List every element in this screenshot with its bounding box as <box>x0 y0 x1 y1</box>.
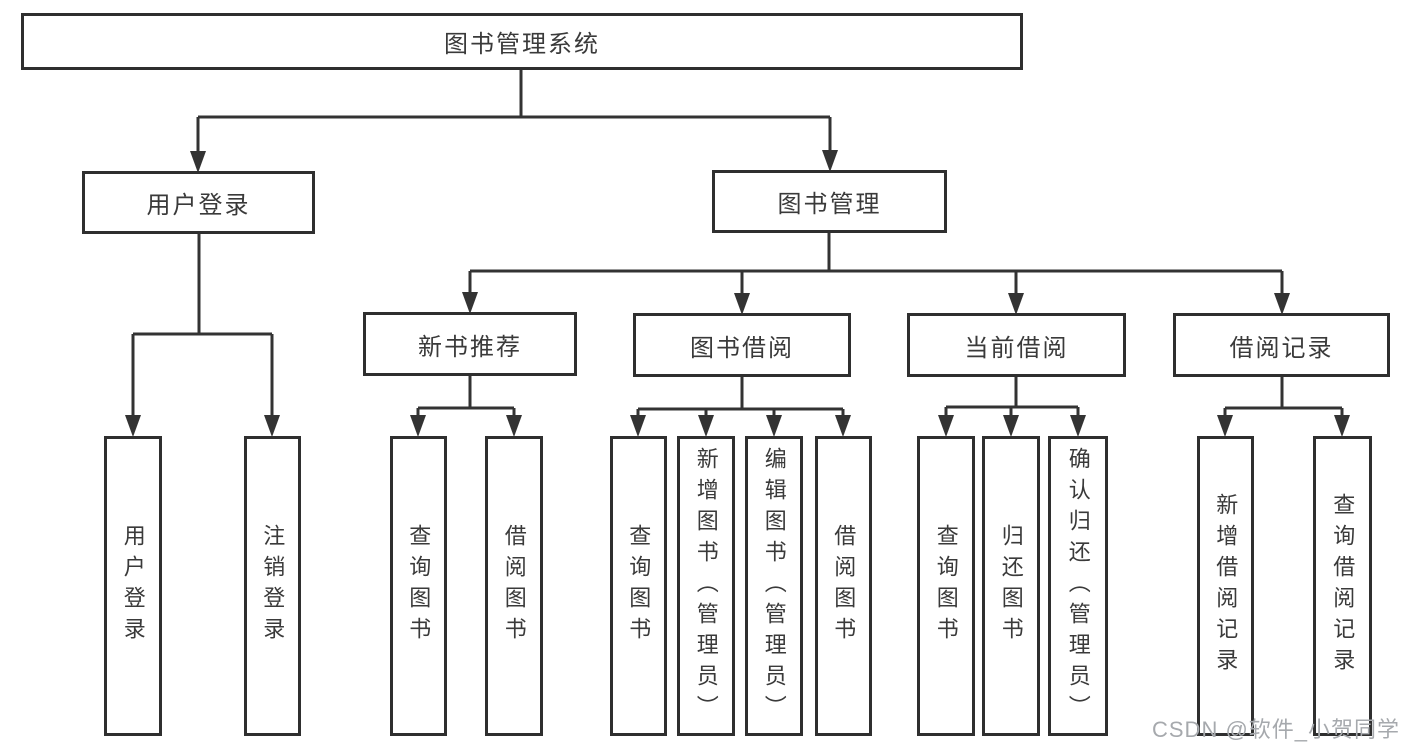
node-label: 新书推荐 <box>418 333 522 361</box>
arrow-down-icon <box>1274 293 1290 315</box>
leaf-edit-books-admin: 编辑图书（管理员） <box>745 436 803 736</box>
node-label: 编辑图书（管理员） <box>761 446 787 726</box>
node-label: 借阅图书 <box>501 524 527 648</box>
node-book-borrowing: 图书借阅 <box>633 313 851 377</box>
leaf-borrow-books: 借阅图书 <box>485 436 543 736</box>
arrow-down-icon <box>264 415 280 437</box>
leaf-query-books: 查询图书 <box>917 436 975 736</box>
leaf-borrow-books: 借阅图书 <box>815 436 872 736</box>
node-label: 注销登录 <box>260 524 286 648</box>
arrow-down-icon <box>125 415 141 437</box>
node-user-login-module: 用户登录 <box>82 171 315 234</box>
node-label: 借阅图书 <box>831 524 857 648</box>
arrow-down-icon <box>938 415 954 437</box>
node-label: 当前借阅 <box>964 334 1069 362</box>
node-label: 查询图书 <box>626 524 652 648</box>
arrow-down-icon <box>506 415 522 437</box>
node-label: 查询图书 <box>406 524 432 648</box>
node-label: 新增借阅记录 <box>1213 493 1239 679</box>
node-label: 图书管理 <box>777 191 882 218</box>
node-borrowing-records: 借阅记录 <box>1173 313 1390 377</box>
arrow-down-icon <box>1070 415 1086 437</box>
node-label: 查询借阅记录 <box>1330 493 1356 679</box>
node-label: 确认归还（管理员） <box>1065 446 1091 726</box>
node-label: 查询图书 <box>933 524 959 648</box>
node-library-system: 图书管理系统 <box>21 13 1023 70</box>
leaf-add-books-admin: 新增图书（管理员） <box>677 436 735 736</box>
node-label: 图书管理系统 <box>444 31 600 58</box>
arrow-down-icon <box>462 292 478 314</box>
arrow-down-icon <box>1003 415 1019 437</box>
arrowheads <box>125 150 1350 437</box>
arrow-down-icon <box>822 150 838 172</box>
node-label: 新增图书（管理员） <box>693 446 719 726</box>
node-new-book-recommend: 新书推荐 <box>363 312 577 376</box>
arrow-down-icon <box>835 415 851 437</box>
node-current-borrowing: 当前借阅 <box>907 313 1126 377</box>
arrow-down-icon <box>1217 415 1233 437</box>
node-label: 图书借阅 <box>690 334 794 362</box>
arrow-down-icon <box>766 415 782 437</box>
arrow-down-icon <box>630 415 646 437</box>
arrow-down-icon <box>734 293 750 315</box>
leaf-query-books: 查询图书 <box>390 436 447 736</box>
node-label: 归还图书 <box>998 524 1024 648</box>
tree-connectors <box>131 70 1344 417</box>
node-label: 用户登录 <box>146 192 251 219</box>
leaf-logout: 注销登录 <box>244 436 301 736</box>
node-label: 用户登录 <box>120 524 146 648</box>
leaf-confirm-return-admin: 确认归还（管理员） <box>1048 436 1108 736</box>
csdn-watermark: CSDN @软件_小贺同学 <box>1152 717 1401 742</box>
arrow-down-icon <box>410 415 426 437</box>
node-label: 借阅记录 <box>1229 334 1334 362</box>
leaf-user-login: 用户登录 <box>104 436 162 736</box>
leaf-query-borrow-record: 查询借阅记录 <box>1313 436 1372 736</box>
leaf-add-borrow-record: 新增借阅记录 <box>1197 436 1254 736</box>
node-book-management-module: 图书管理 <box>712 170 947 233</box>
arrow-down-icon <box>1008 293 1024 315</box>
arrow-down-icon <box>190 151 206 173</box>
arrow-down-icon <box>698 415 714 437</box>
arrow-down-icon <box>1334 415 1350 437</box>
leaf-query-books: 查询图书 <box>610 436 667 736</box>
leaf-return-books: 归还图书 <box>982 436 1040 736</box>
